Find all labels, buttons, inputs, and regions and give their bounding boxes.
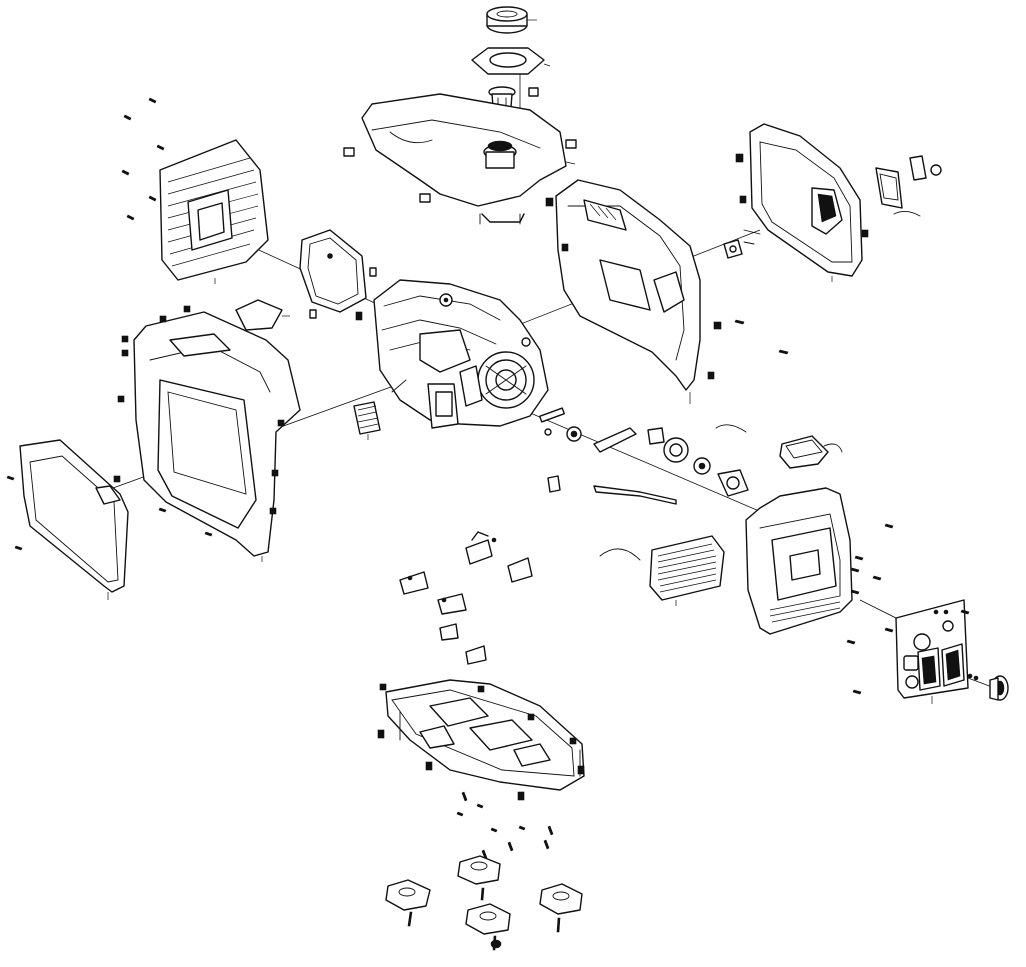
rubber-foot-3 bbox=[465, 903, 511, 951]
ignition-coil bbox=[538, 407, 677, 505]
inverter-module bbox=[599, 535, 725, 606]
muffler-cover bbox=[353, 401, 381, 440]
front-frame bbox=[113, 305, 301, 562]
right-side-cover bbox=[735, 123, 942, 282]
screws-upper-left bbox=[121, 97, 165, 221]
fuel-cap-seat bbox=[471, 47, 551, 75]
air-filter-cover bbox=[235, 299, 290, 331]
fuel-hose bbox=[479, 213, 525, 225]
engine-mounts bbox=[399, 531, 533, 665]
fuel-tank bbox=[343, 93, 577, 207]
fuel-valve bbox=[713, 229, 789, 355]
left-side-cover bbox=[299, 229, 377, 321]
rubber-foot-4 bbox=[539, 883, 583, 933]
engine-assembly bbox=[373, 279, 549, 429]
control-panel bbox=[895, 599, 969, 704]
screws-lower bbox=[456, 791, 554, 860]
base-tray bbox=[377, 679, 585, 801]
rubber-foot-2 bbox=[385, 879, 431, 927]
rubber-foot-1 bbox=[457, 855, 501, 885]
front-side-cover bbox=[6, 439, 213, 600]
left-side-panel bbox=[159, 139, 269, 284]
control-panel-frame bbox=[745, 487, 853, 635]
starter-recoil bbox=[647, 424, 747, 475]
rubber-feet bbox=[385, 855, 583, 951]
carburetor bbox=[717, 435, 843, 497]
right-side-frame bbox=[545, 179, 715, 404]
starter-handle bbox=[967, 673, 1009, 701]
fuel-cap bbox=[486, 6, 537, 34]
screws-right bbox=[846, 523, 970, 695]
